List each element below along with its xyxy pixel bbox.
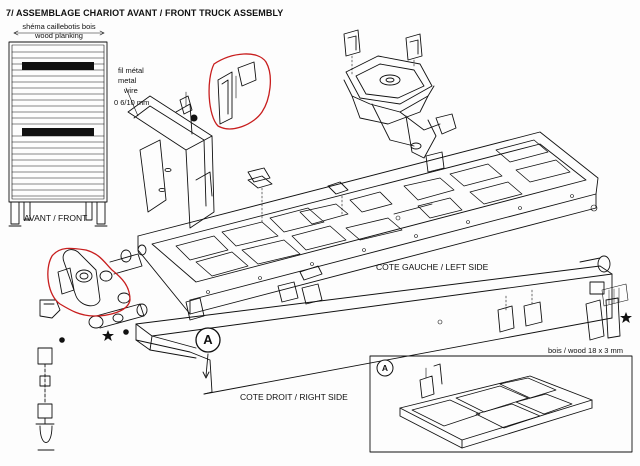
wire-label-en2: wire bbox=[124, 86, 138, 95]
small-plates bbox=[185, 167, 323, 321]
wood-planking-schematic bbox=[8, 30, 108, 227]
coupling-assembly bbox=[39, 244, 148, 343]
wire-label-fr: fil métal bbox=[118, 66, 144, 75]
plank-label-en: wood planking bbox=[35, 31, 83, 40]
coupling-rod bbox=[35, 347, 55, 451]
highlight-outlines bbox=[47, 53, 272, 317]
wood-size-label: bois / wood 18 x 3 mm bbox=[548, 346, 624, 355]
left-side-label: COTE GAUCHE / LEFT SIDE bbox=[376, 262, 489, 272]
upright-bracket bbox=[125, 87, 215, 229]
wire-label-en1: metal bbox=[118, 76, 137, 85]
handle-part bbox=[217, 61, 257, 125]
clip-part bbox=[179, 95, 198, 122]
detail-a-marker bbox=[202, 353, 210, 379]
detail-a-inset bbox=[369, 355, 633, 453]
right-side-label: COTE DROIT / RIGHT SIDE bbox=[240, 392, 348, 402]
wire-size-label: 0 6/10 mm bbox=[114, 98, 150, 107]
page-title: 7/ ASSEMBLAGE CHARIOT AVANT / FRONT TRUC… bbox=[6, 8, 284, 18]
detail-a-circles bbox=[195, 327, 394, 377]
plank-label-fr: shéma caillebotis bois bbox=[22, 22, 96, 31]
detail-a-letter: A bbox=[203, 332, 213, 347]
bolster-assembly bbox=[343, 29, 457, 173]
front-label: AVANT / FRONT bbox=[24, 213, 88, 223]
chassis-frame bbox=[137, 131, 599, 315]
detail-a-inset-letter: A bbox=[381, 363, 389, 373]
